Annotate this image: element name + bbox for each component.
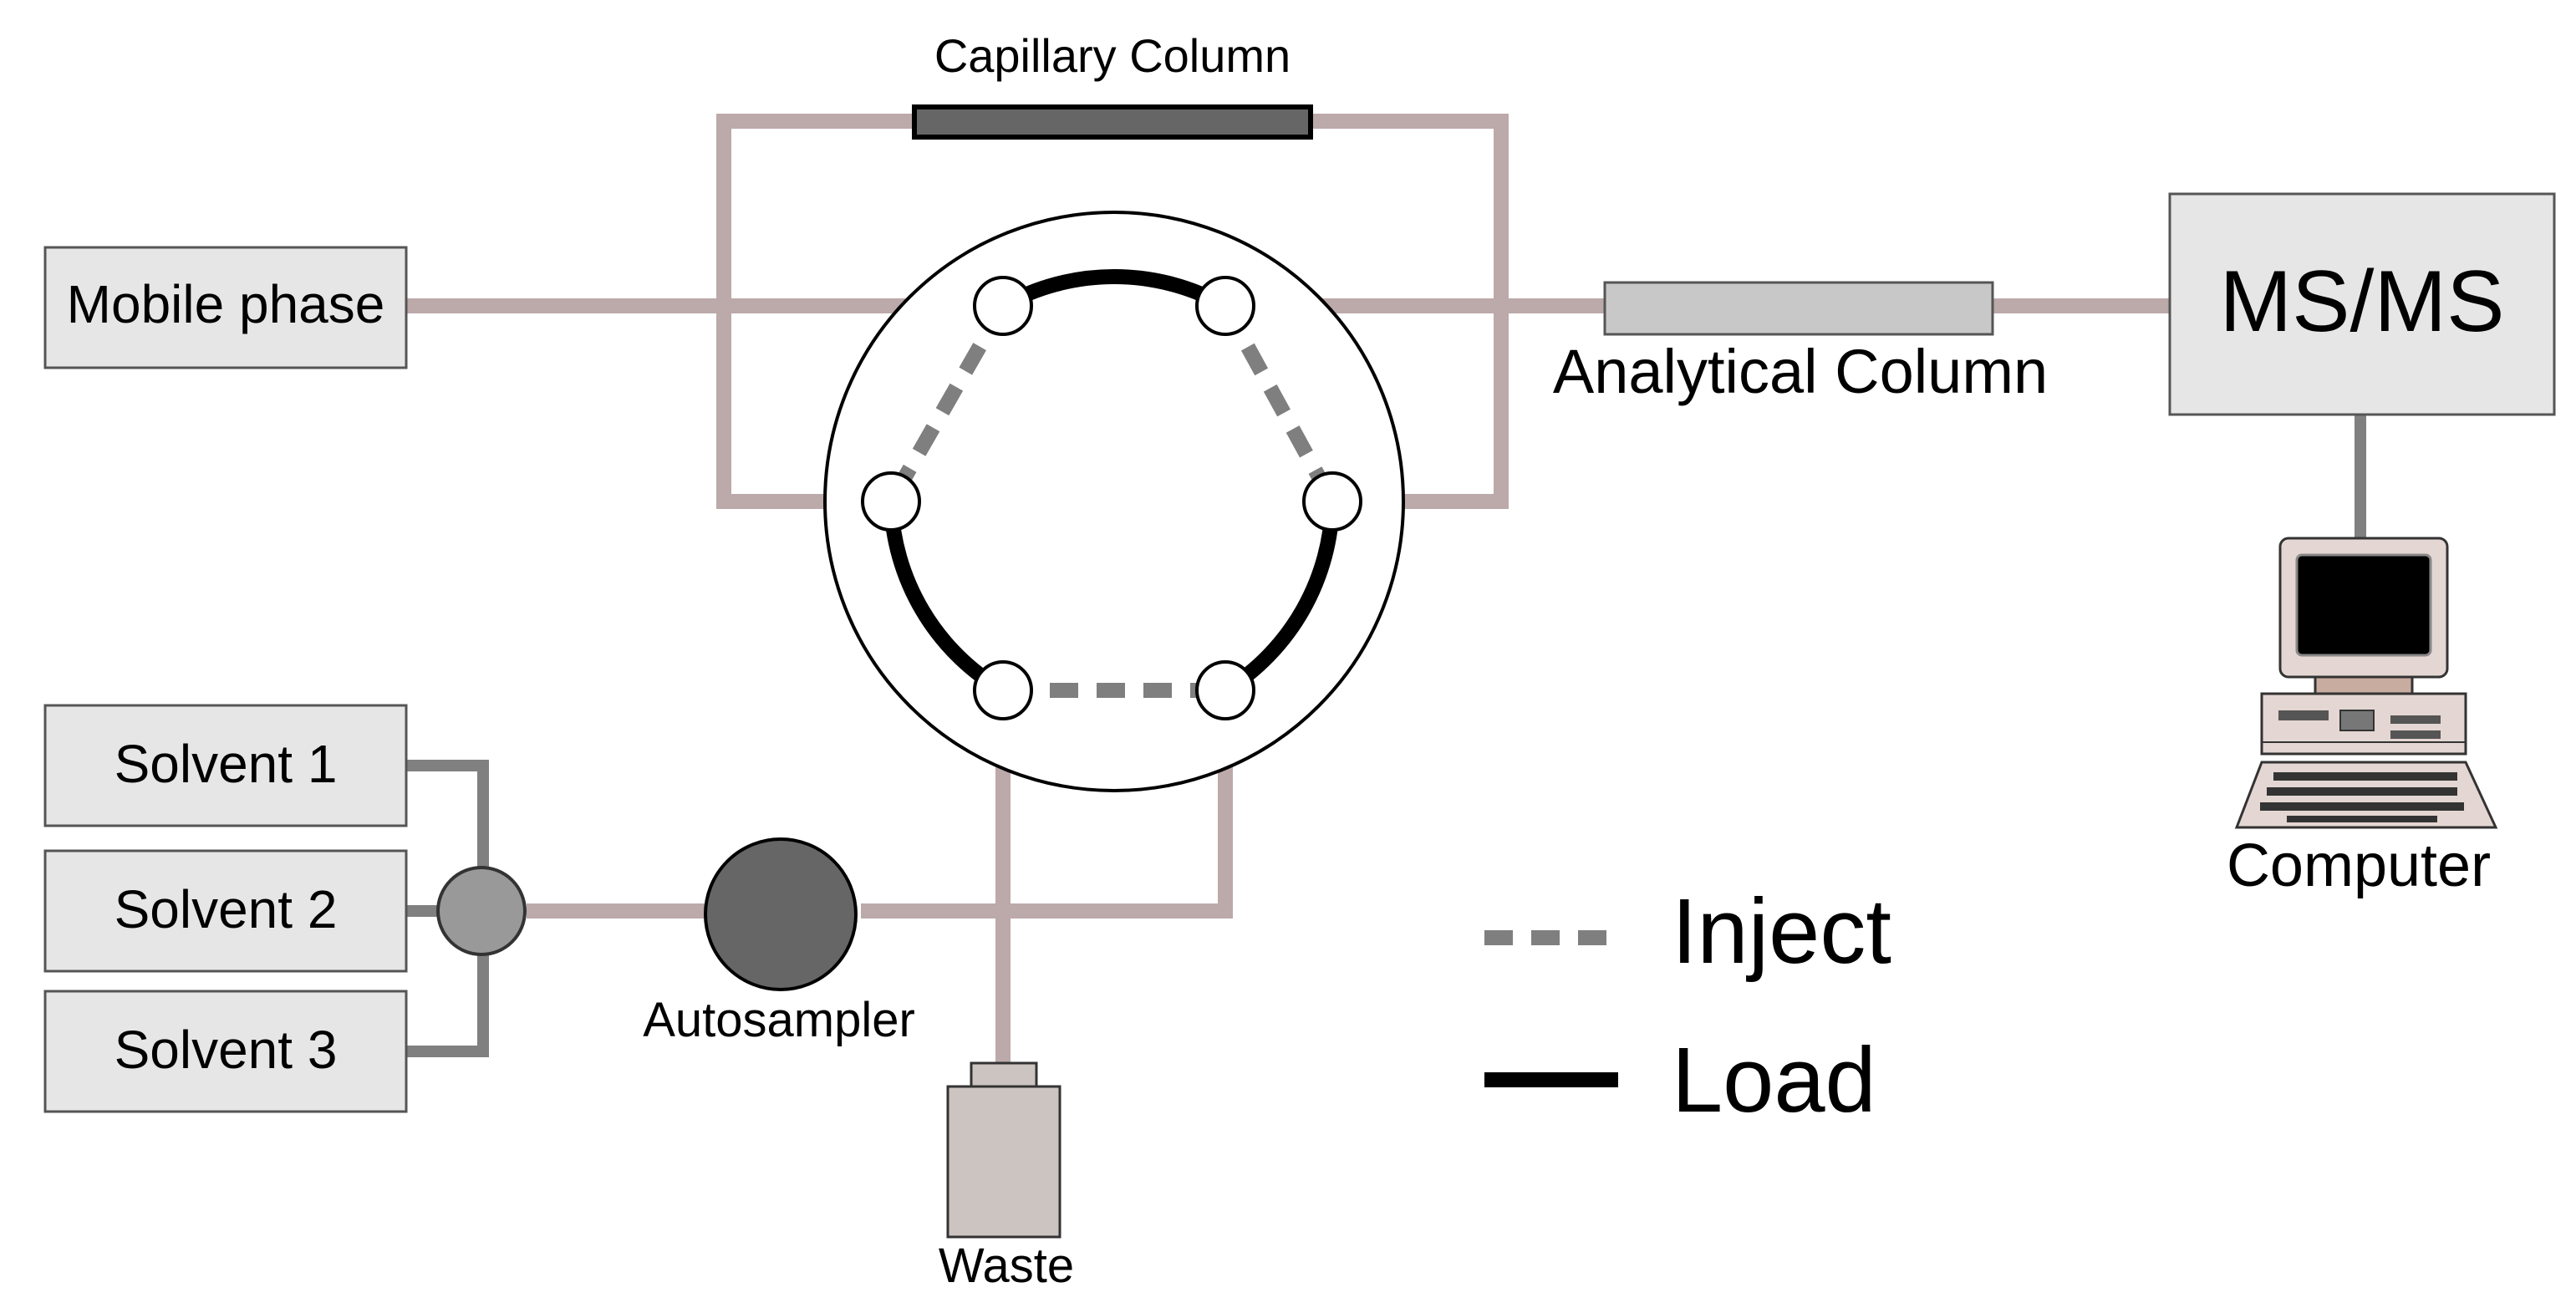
legend-inject-label: Inject [1672, 880, 1891, 983]
waste-label: Waste [939, 1239, 1074, 1293]
analytical-column-label: Analytical Column [1553, 337, 2048, 406]
mobile-phase-label: Mobile phase [67, 274, 385, 334]
solvent-3-label: Solvent 3 [115, 1020, 338, 1080]
mobile-phase-box [43, 246, 408, 369]
autosampler [704, 837, 858, 991]
legend-load-label: Load [1672, 1029, 1876, 1132]
ms-ms-label: MS/MS [2220, 253, 2505, 350]
valve-ports [861, 276, 1362, 720]
solvent-1-label: Solvent 1 [115, 734, 338, 794]
analytical-column [1603, 281, 1994, 336]
valve-port-4 [1195, 660, 1255, 720]
desktop-computer-icon [2234, 537, 2498, 829]
waste-bottle-icon [946, 1061, 1061, 1239]
legend: Inject Load [1484, 880, 1891, 1132]
valve-port-2 [1195, 276, 1255, 336]
solvent-2-box [43, 849, 408, 973]
load-path-right [1221, 501, 1340, 697]
computer-label: Computer [2227, 832, 2491, 899]
six-port-valve [823, 211, 1405, 792]
valve-port-3 [1302, 471, 1362, 532]
valve-port-6 [861, 471, 921, 532]
solvent-mixer [436, 866, 527, 956]
solvent-2-label: Solvent 2 [115, 879, 338, 939]
valve-port-1 [973, 276, 1033, 336]
solvent-3-box [43, 990, 408, 1113]
valve-port-5 [973, 660, 1033, 720]
ms-ms-box [2168, 192, 2556, 416]
autosampler-label: Autosampler [643, 993, 915, 1047]
load-path-top [999, 269, 1229, 313]
inject-paths [884, 302, 1339, 698]
solvent-1-box [43, 704, 408, 827]
capillary-column-label: Capillary Column [934, 29, 1291, 82]
capillary-column [912, 104, 1313, 140]
load-path-left [883, 501, 1007, 697]
